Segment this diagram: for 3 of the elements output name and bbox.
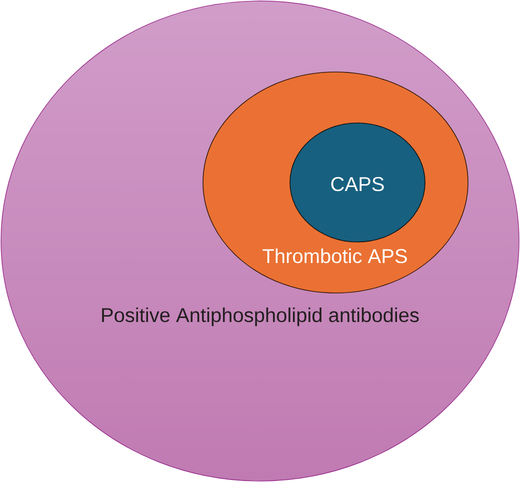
set-label: Thrombotic APS	[262, 248, 407, 264]
set-label: Positive Antiphospholipid antibodies	[102, 308, 419, 326]
set-label: CAPS	[331, 177, 384, 192]
